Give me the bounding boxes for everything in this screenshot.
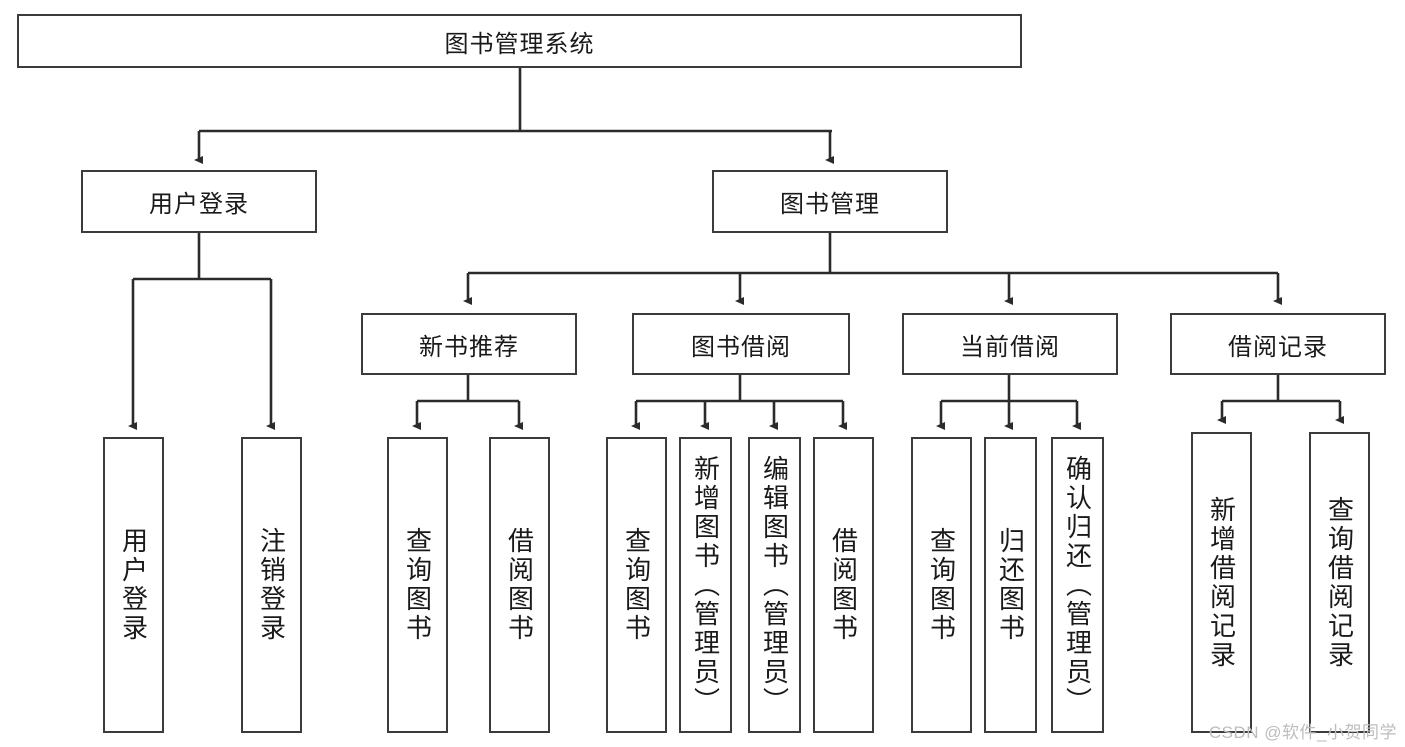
leaf-label: 确认归还（管理员） <box>1062 454 1093 716</box>
csdn-watermark: CSDN @软件_小贺同学 <box>1208 723 1397 742</box>
node-new-book-recommend[interactable]: 新书推荐 <box>361 313 577 375</box>
node-leaf-query-book-3[interactable]: 查询图书 <box>911 437 972 733</box>
node-borrow-record[interactable]: 借阅记录 <box>1170 313 1386 375</box>
leaf-label: 用户登录 <box>118 527 149 643</box>
node-leaf-user-login[interactable]: 用户登录 <box>103 437 164 733</box>
node-leaf-add-book[interactable]: 新增图书（管理员） <box>679 437 732 733</box>
node-leaf-confirm-return[interactable]: 确认归还（管理员） <box>1051 437 1104 733</box>
node-leaf-query-record[interactable]: 查询借阅记录 <box>1309 432 1370 733</box>
node-leaf-add-record[interactable]: 新增借阅记录 <box>1191 432 1252 733</box>
leaf-label: 查询图书 <box>402 527 433 643</box>
node-leaf-borrow-book-2[interactable]: 借阅图书 <box>813 437 874 733</box>
node-leaf-borrow-book-1[interactable]: 借阅图书 <box>489 437 550 733</box>
node-leaf-query-book-2[interactable]: 查询图书 <box>606 437 667 733</box>
leaf-label: 编辑图书（管理员） <box>759 454 790 716</box>
leaf-label: 新增借阅记录 <box>1206 495 1237 670</box>
node-book-manage[interactable]: 图书管理 <box>712 170 948 233</box>
node-leaf-return-book[interactable]: 归还图书 <box>984 437 1037 733</box>
node-root[interactable]: 图书管理系统 <box>17 14 1022 68</box>
node-book-borrow[interactable]: 图书借阅 <box>632 313 850 375</box>
leaf-label: 借阅图书 <box>828 527 859 643</box>
node-current-borrow[interactable]: 当前借阅 <box>902 313 1118 375</box>
node-leaf-query-book-1[interactable]: 查询图书 <box>387 437 448 733</box>
leaf-label: 查询图书 <box>621 527 652 643</box>
leaf-label: 归还图书 <box>995 527 1026 643</box>
leaf-label: 注销登录 <box>256 527 287 643</box>
leaf-label: 查询借阅记录 <box>1324 495 1355 670</box>
node-leaf-edit-book[interactable]: 编辑图书（管理员） <box>748 437 801 733</box>
node-user-login[interactable]: 用户登录 <box>81 170 317 233</box>
node-leaf-logout-login[interactable]: 注销登录 <box>241 437 302 733</box>
leaf-label: 新增图书（管理员） <box>690 454 721 716</box>
leaf-label: 查询图书 <box>926 527 957 643</box>
leaf-label: 借阅图书 <box>504 527 535 643</box>
